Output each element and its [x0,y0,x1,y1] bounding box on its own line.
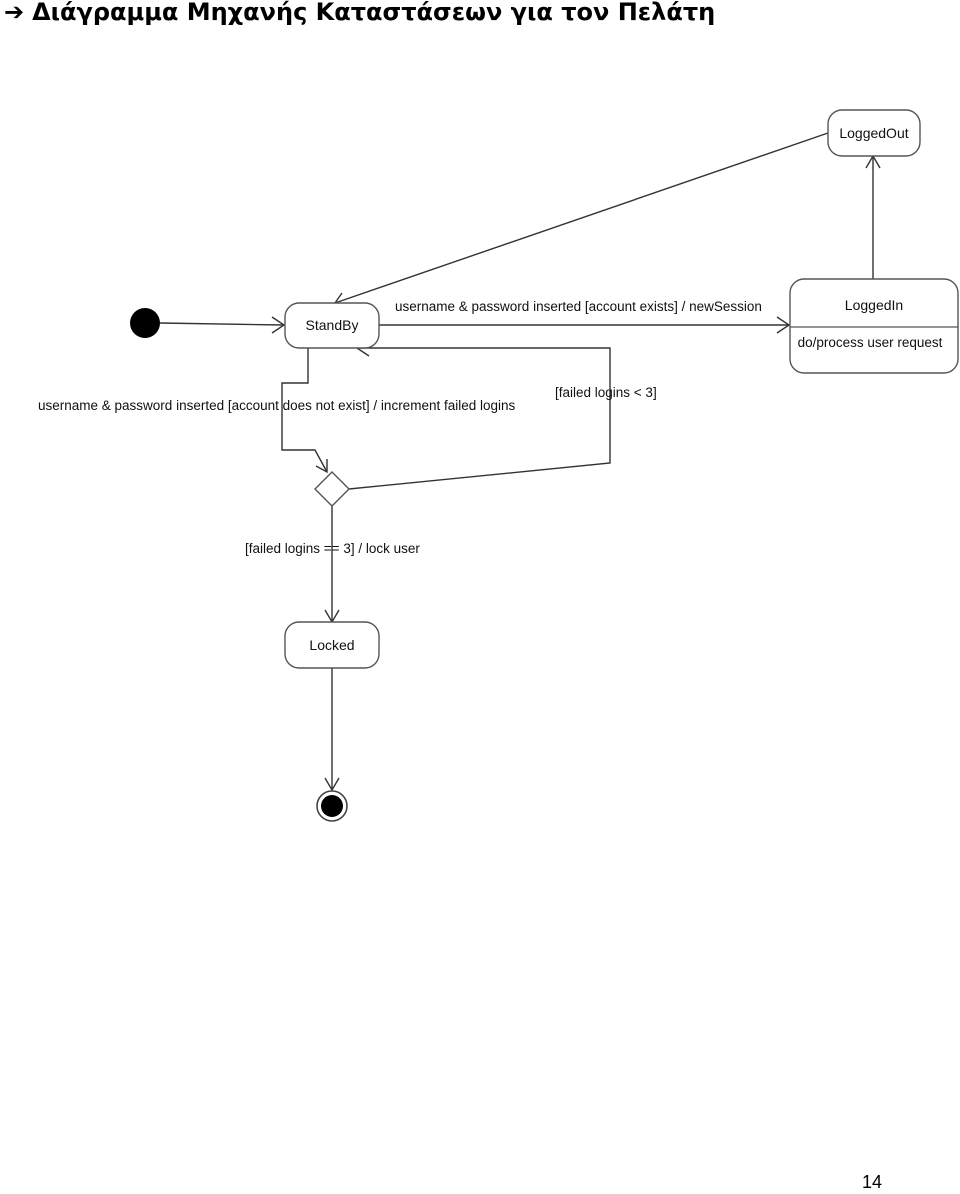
page-number: 14 [862,1172,883,1192]
arrowhead [315,459,328,474]
transition-label-retry-allowed: [failed logins < 3] [555,385,657,400]
state-loggedin-label: LoggedIn [845,297,903,313]
state-standby-label: StandBy [306,317,359,333]
state-locked [284,621,380,669]
state-loggedin-activity: do/process user request [798,335,943,350]
arrowhead [271,316,286,334]
transition-label-login-failed: username & password inserted [account do… [38,398,516,413]
page-heading: ➔ Διάγραμμα Μηχανής Καταστάσεων για τον Π… [4,0,715,28]
transition-label-login-success: username & password inserted [account ex… [395,299,762,314]
heading-title: Διάγραμμα Μηχανής Καταστάσεων για τον Πε… [32,0,716,26]
state-loggedout [827,109,921,157]
standby-to-decision-transition [281,348,328,473]
final-state-inner [321,795,343,817]
loggedout-to-standby-transition [334,132,829,304]
decision-to-standby-transition [348,347,611,490]
decision-node [314,471,350,507]
arrowhead [324,777,340,792]
initial-state [130,308,160,338]
state-locked-label: Locked [309,637,354,653]
state-loggedin [789,278,959,374]
transition-label-lock-user: [failed logins == 3] / lock user [245,541,420,556]
state-standby [284,302,380,349]
arrowhead [776,316,791,334]
arrow-right-icon: ➔ [4,0,25,26]
state-loggedout-label: LoggedOut [839,125,908,141]
initial-to-standby-transition [159,322,285,326]
